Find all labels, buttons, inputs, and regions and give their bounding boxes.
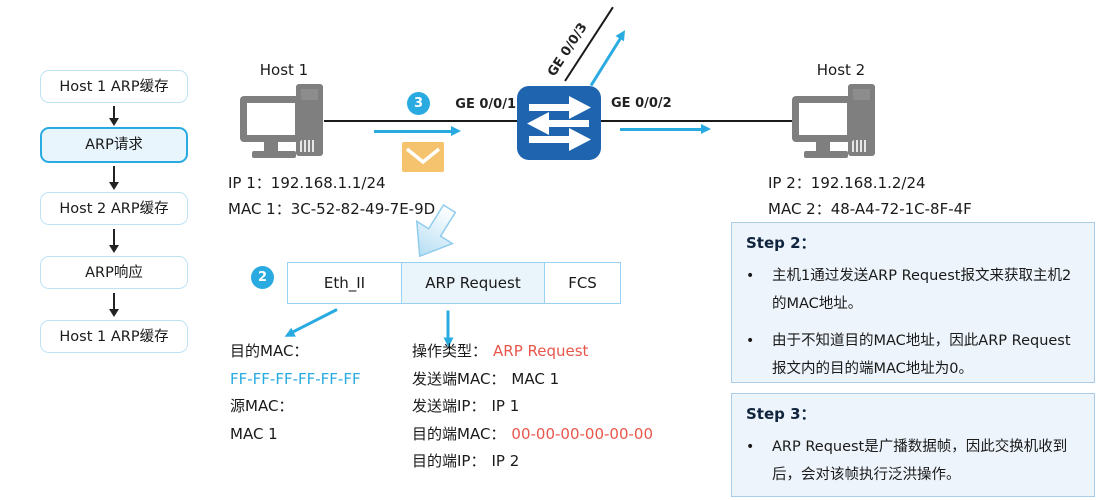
step2-badge: 2: [251, 266, 274, 289]
bullet-text: 由于不知道目的MAC地址，因此ARP Request报文内的目的端MAC地址为0…: [772, 333, 1071, 377]
host1-mac: MAC 1：3C-52-82-49-7E-9D: [228, 200, 436, 218]
flow-step-host1-cache-bottom: Host 1 ARP缓存: [40, 320, 188, 353]
link-switch-host2: [601, 120, 792, 122]
step2-bullet-1: • 主机1通过发送ARP Request报文来获取主机2的MAC地址。: [746, 262, 1080, 318]
down-arrow-icon: [109, 166, 119, 190]
frame-cell-arp-request: ARP Request: [401, 262, 545, 304]
packet-flow-arrow-host1-to-switch: [374, 126, 461, 136]
down-arrow-icon: [109, 229, 119, 253]
src-mac-value: MAC 1: [230, 424, 278, 443]
host2-ip: IP 2：192.168.1.2/24: [768, 174, 926, 192]
arp-field-value: IP 2: [491, 452, 520, 470]
zoom-in-arrow-icon: [393, 194, 473, 277]
envelope-icon: [402, 142, 444, 176]
arp-field-value: 00-00-00-00-00-00: [511, 424, 654, 443]
host2-address-info: IP 2：192.168.1.2/24 MAC 2：48-A4-72-1C-8F…: [768, 170, 972, 222]
bullet-text: 主机1通过发送ARP Request报文来获取主机2的MAC地址。: [772, 268, 1072, 312]
bullet-text: ARP Request是广播数据帧，因此交换机收到后，会对该帧执行泛洪操作。: [772, 439, 1068, 483]
arp-field-sender-mac: 发送端MAC： MAC 1: [412, 366, 653, 394]
host2-mac: MAC 2：48-A4-72-1C-8F-4F: [768, 200, 972, 218]
bullet-dot: •: [746, 333, 755, 349]
step2-bullet-2: • 由于不知道目的MAC地址，因此ARP Request报文内的目的端MAC地址…: [746, 327, 1080, 383]
frame-structure-table: Eth_II ARP Request FCS: [287, 262, 621, 304]
port-ge002-label: GE 0/0/2: [611, 96, 672, 111]
flow-step-host1-cache-top: Host 1 ARP缓存: [40, 70, 188, 103]
dst-mac-label: 目的MAC：: [230, 342, 309, 360]
down-arrow-icon: [109, 293, 119, 317]
arp-field-value: IP 1: [491, 397, 520, 415]
flow-step-host2-cache: Host 2 ARP缓存: [40, 192, 188, 225]
step2-title: Step 2：: [746, 234, 816, 252]
host1-address-info: IP 1：192.168.1.1/24 MAC 1：3C-52-82-49-7E…: [228, 170, 435, 222]
arp-payload-details: 操作类型： ARP Request 发送端MAC： MAC 1 发送端IP： IP 1…: [412, 338, 653, 476]
link-host1-switch: [324, 120, 518, 122]
callout-arrow-eth-header: [291, 308, 338, 334]
host1-ip: IP 1：192.168.1.1/24: [228, 174, 386, 192]
switch-icon: [517, 86, 601, 164]
host2-label: Host 2: [816, 61, 866, 79]
arp-field-target-ip: 目的端IP： IP 2: [412, 448, 653, 476]
arp-field-label: 操作类型：: [412, 342, 488, 360]
eth-header-details: 目的MAC： FF-FF-FF-FF-FF-FF 源MAC： MAC 1: [230, 338, 361, 448]
frame-cell-fcs: FCS: [544, 262, 621, 304]
bullet-dot: •: [746, 439, 755, 455]
src-mac-label: 源MAC：: [230, 397, 294, 415]
step3-bullet-1: • ARP Request是广播数据帧，因此交换机收到后，会对该帧执行泛洪操作。: [746, 433, 1080, 489]
arp-field-optype: 操作类型： ARP Request: [412, 338, 653, 366]
host1-label: Host 1: [259, 61, 309, 79]
arp-field-label: 发送端MAC：: [412, 369, 506, 388]
packet-flow-arrow-switch-to-host2: [620, 124, 711, 134]
arp-field-target-mac: 目的端MAC： 00-00-00-00-00-00: [412, 421, 653, 449]
step2-note-box: Step 2： • 主机1通过发送ARP Request报文来获取主机2的MAC…: [731, 222, 1095, 383]
arp-field-label: 目的端IP：: [412, 452, 486, 470]
callout-arrow-arp-payload: [446, 310, 450, 339]
step3-badge: 3: [407, 92, 430, 115]
dst-mac-value: FF-FF-FF-FF-FF-FF: [230, 369, 361, 388]
down-arrow-icon: [109, 106, 119, 126]
frame-cell-eth2: Eth_II: [287, 262, 402, 304]
port-ge001-label: GE 0/0/1: [455, 97, 516, 112]
flood-arrow-ge003: [589, 37, 622, 87]
arp-field-value: MAC 1: [511, 369, 560, 388]
step3-title: Step 3：: [746, 405, 816, 423]
bullet-dot: •: [746, 268, 755, 284]
host2-icon: [792, 84, 880, 166]
step3-note-box: Step 3： • ARP Request是广播数据帧，因此交换机收到后，会对该…: [731, 393, 1095, 497]
arp-field-sender-ip: 发送端IP： IP 1: [412, 393, 653, 421]
flow-step-arp-request: ARP请求: [40, 127, 188, 163]
arp-field-label: 目的端MAC：: [412, 424, 506, 443]
flow-step-arp-reply: ARP响应: [40, 256, 188, 289]
arp-field-value: ARP Request: [493, 342, 589, 360]
host1-icon: [240, 84, 328, 166]
arp-field-label: 发送端IP：: [412, 397, 486, 415]
